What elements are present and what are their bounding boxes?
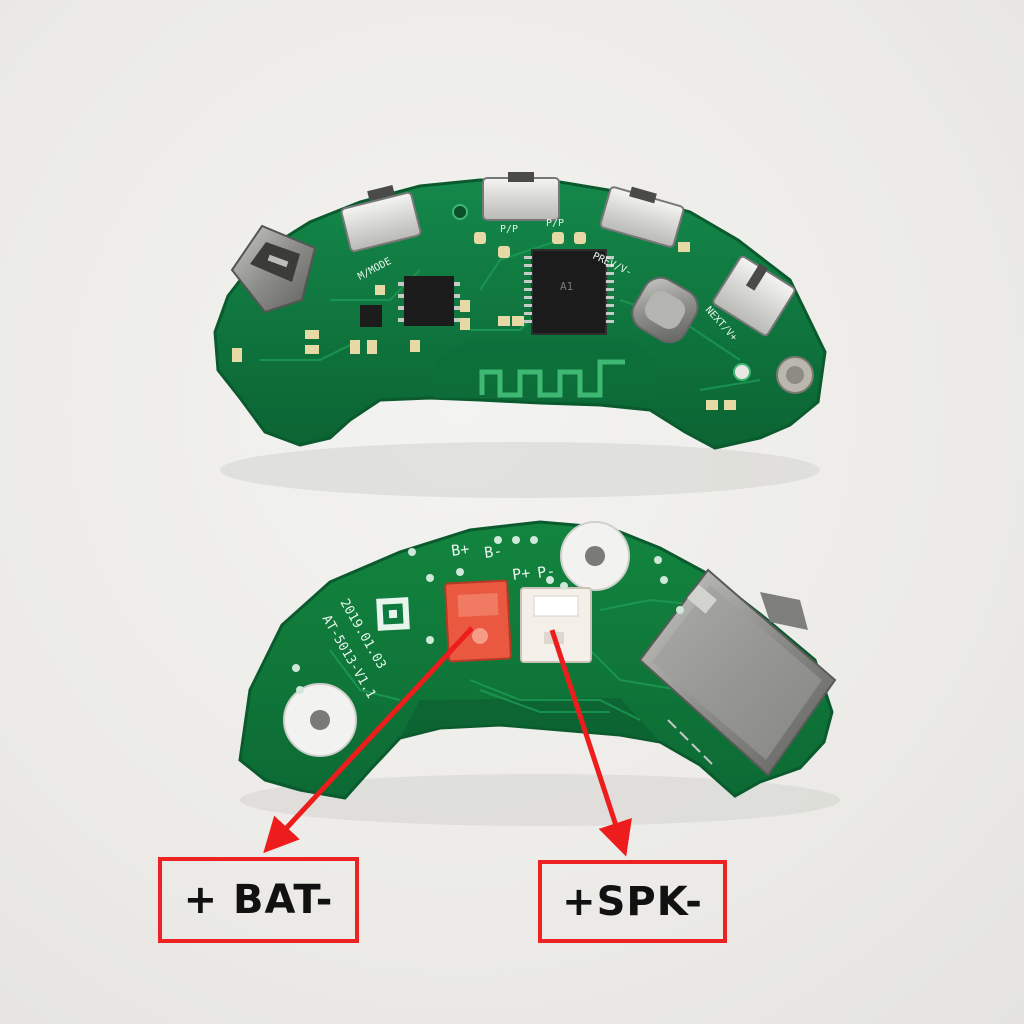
mode-button: [340, 185, 422, 253]
amplifier-ic: [398, 276, 460, 326]
battery-callout-box: + BAT-: [158, 857, 359, 943]
battery-callout-label: + BAT-: [183, 877, 334, 923]
pp-label-right: P/P: [546, 218, 564, 229]
board-logo: [376, 597, 410, 631]
speaker-callout-box: +SPK-: [538, 860, 727, 943]
speaker-callout-label: +SPK-: [562, 878, 703, 925]
microphone: [776, 356, 814, 394]
b-minus-label: B-: [483, 542, 503, 562]
pp-label-left: P/P: [500, 224, 518, 235]
next-button: [712, 255, 796, 337]
small-ic: [360, 305, 382, 327]
play-pause-button: [482, 172, 560, 221]
sd-card-slot: [638, 568, 837, 777]
bottom-board-shadow: [240, 774, 840, 826]
top-hole-2: [733, 363, 751, 381]
prev-button: [599, 186, 685, 248]
top-board-shadow: [220, 442, 820, 498]
bottom-hole-right: [560, 521, 630, 591]
battery-arrow: [263, 626, 474, 854]
b-plus-label: B+: [450, 540, 470, 560]
top-pcb-board: A1: [213, 172, 827, 450]
crystal-oscillator: [631, 276, 699, 344]
p-minus-label: P-: [536, 562, 556, 582]
micro-usb-connector: [230, 224, 317, 314]
bottom-hole-left: [283, 683, 357, 757]
bottom-pcb-board: B+ B- P+ P- 2019.01.03 AT-5013-V1.1: [238, 520, 837, 800]
chip-marking: A1: [560, 280, 573, 293]
vias: [292, 536, 684, 694]
top-hole-1: [452, 204, 468, 220]
speaker-arrow: [549, 629, 632, 857]
main-ic-chip: A1: [524, 249, 614, 335]
p-plus-label: P+: [511, 564, 531, 584]
antenna-trace: [479, 359, 625, 398]
speaker-connector: [520, 587, 592, 663]
solder-pads: [232, 232, 736, 410]
